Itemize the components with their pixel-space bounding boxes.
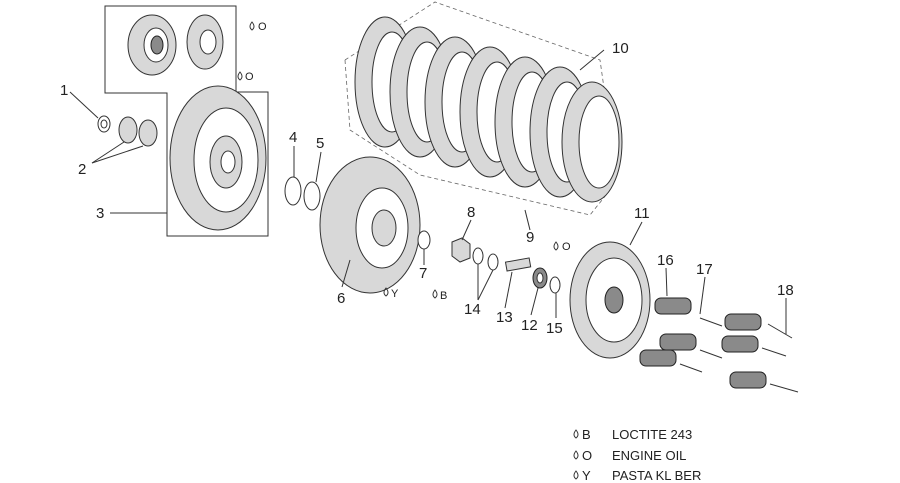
mark-six: Y [383, 287, 399, 300]
mark-eight: B [432, 289, 447, 302]
part-16-springs [639, 297, 767, 389]
callout-2: 2 [78, 161, 86, 178]
part-1-washer [97, 115, 111, 133]
part-5-shim [303, 181, 321, 211]
oil-drop-pin: O [553, 241, 571, 253]
legend-row-y: Y PASTA KL BER [573, 468, 701, 483]
part-7-circlip [417, 230, 431, 250]
part-12-bearing [532, 267, 548, 289]
callout-8: 8 [467, 204, 475, 221]
legend-label-b: LOCTITE 243 [612, 427, 692, 442]
part-8-nut [451, 237, 471, 263]
callout-15: 15 [546, 320, 563, 337]
legend-label-y: PASTA KL BER [612, 468, 701, 483]
part-2-bushings [118, 116, 158, 147]
part-6-inner-hub [319, 156, 421, 294]
callout-1: 1 [60, 82, 68, 99]
mark-top-oil: O [258, 21, 267, 33]
callout-13: 13 [496, 309, 513, 326]
legend-code-b: B [582, 427, 591, 442]
callout-9: 9 [526, 229, 534, 246]
part-15-ring [549, 276, 561, 294]
part-13-pin [504, 257, 532, 272]
mark-hub-oil: O [245, 71, 254, 83]
callout-11: 11 [634, 205, 650, 222]
callout-numbers: 1 2 3 4 5 6 7 8 9 10 11 12 13 14 15 16 1… [60, 40, 794, 337]
callout-17: 17 [696, 261, 713, 278]
callout-12: 12 [521, 317, 538, 334]
callout-6: 6 [337, 290, 345, 307]
part-17-18-bolts [679, 317, 799, 393]
legend-code-o: O [582, 448, 592, 463]
part-14-washers [472, 247, 499, 271]
mark-eight-b: B [440, 290, 447, 302]
legend: B LOCTITE 243 O ENGINE OIL Y PASTA KL BE… [573, 427, 701, 483]
housing-group-box [104, 5, 269, 237]
callout-14: 14 [464, 301, 481, 318]
oil-drop-top: O [249, 21, 267, 33]
legend-code-y: Y [582, 468, 591, 483]
legend-label-o: ENGINE OIL [612, 448, 686, 463]
leader-lines [69, 49, 787, 334]
callout-4: 4 [289, 129, 297, 146]
callout-5: 5 [316, 135, 324, 152]
callout-3: 3 [96, 205, 104, 222]
primary-gear [127, 14, 177, 76]
oil-drop-hub: O [237, 71, 254, 83]
clutch-housing [169, 85, 267, 231]
legend-row-b: B LOCTITE 243 [573, 427, 692, 442]
callout-7: 7 [419, 265, 427, 282]
part-11-pressure-plate [569, 241, 651, 359]
callout-16: 16 [657, 252, 674, 269]
mark-six-y: Y [391, 288, 399, 300]
callout-18: 18 [777, 282, 794, 299]
sprocket-gear [186, 14, 224, 70]
clutch-plate-stack [344, 1, 623, 216]
callout-10: 10 [612, 40, 629, 57]
legend-row-o: O ENGINE OIL [573, 448, 686, 463]
mark-pin-oil: O [562, 241, 571, 253]
part-4-shim [284, 176, 302, 206]
